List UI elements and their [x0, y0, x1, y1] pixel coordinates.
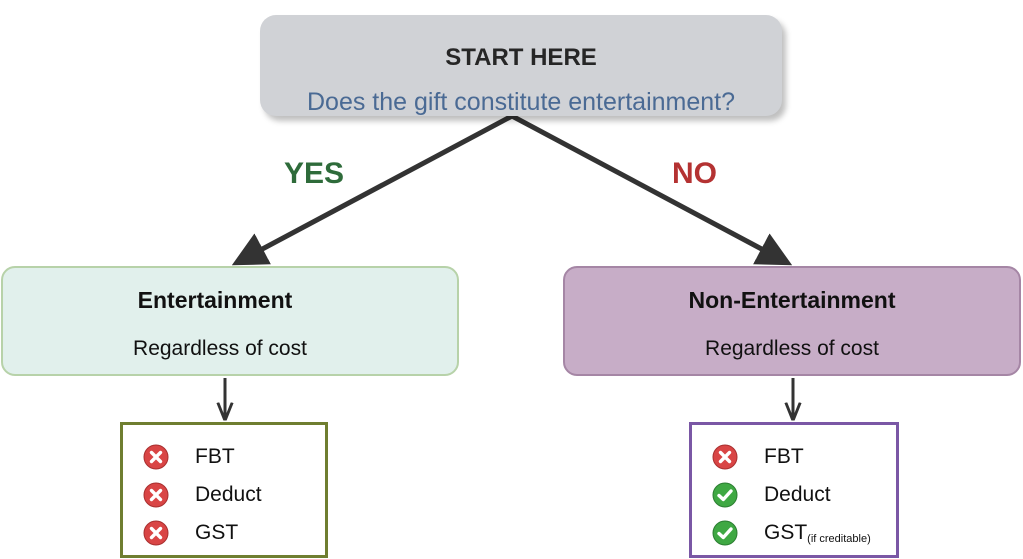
- yes-arrow: [231, 113, 514, 266]
- result-row: Deduct: [692, 477, 831, 513]
- red-x-icon: [143, 482, 169, 508]
- start-title: START HERE: [445, 44, 597, 71]
- result-row: GST(if creditable): [692, 515, 871, 551]
- red-x-icon: [143, 520, 169, 546]
- red-x-icon: [143, 444, 169, 470]
- result-row: FBT: [692, 439, 804, 475]
- result-row: GST: [123, 515, 238, 551]
- start-here-box: START HERE Does the gift constitute ente…: [260, 15, 782, 116]
- non-entertainment-subtitle: Regardless of cost: [705, 337, 879, 360]
- entertainment-subtitle: Regardless of cost: [133, 337, 307, 360]
- no-arrow: [510, 113, 793, 266]
- result-label-suffix: (if creditable): [807, 533, 871, 545]
- result-row: FBT: [123, 439, 235, 475]
- result-label: FBT: [764, 445, 804, 469]
- no-label: NO: [672, 157, 717, 190]
- entertainment-box: Entertainment Regardless of cost: [1, 266, 459, 376]
- yes-label: YES: [284, 157, 345, 190]
- result-label: Deduct: [764, 483, 831, 507]
- start-question: Does the gift constitute entertainment?: [306, 88, 736, 116]
- red-x-icon: [712, 444, 738, 470]
- result-label-text: GST: [764, 521, 808, 544]
- result-label: Deduct: [195, 483, 262, 507]
- result-label: GST(if creditable): [764, 521, 871, 545]
- non-entertainment-title: Non-Entertainment: [688, 287, 896, 313]
- result-label: FBT: [195, 445, 235, 469]
- result-label-text: FBT: [764, 445, 804, 468]
- green-check-icon: [712, 482, 738, 508]
- green-check-icon: [712, 520, 738, 546]
- result-label-text: FBT: [195, 445, 235, 468]
- result-label: GST: [195, 521, 238, 545]
- non-entertainment-box: Non-Entertainment Regardless of cost: [563, 266, 1021, 376]
- entertainment-title: Entertainment: [137, 287, 293, 313]
- result-label-text: Deduct: [195, 483, 262, 506]
- result-label-text: GST: [195, 521, 239, 544]
- result-row: Deduct: [123, 477, 262, 513]
- result-label-text: Deduct: [764, 483, 831, 506]
